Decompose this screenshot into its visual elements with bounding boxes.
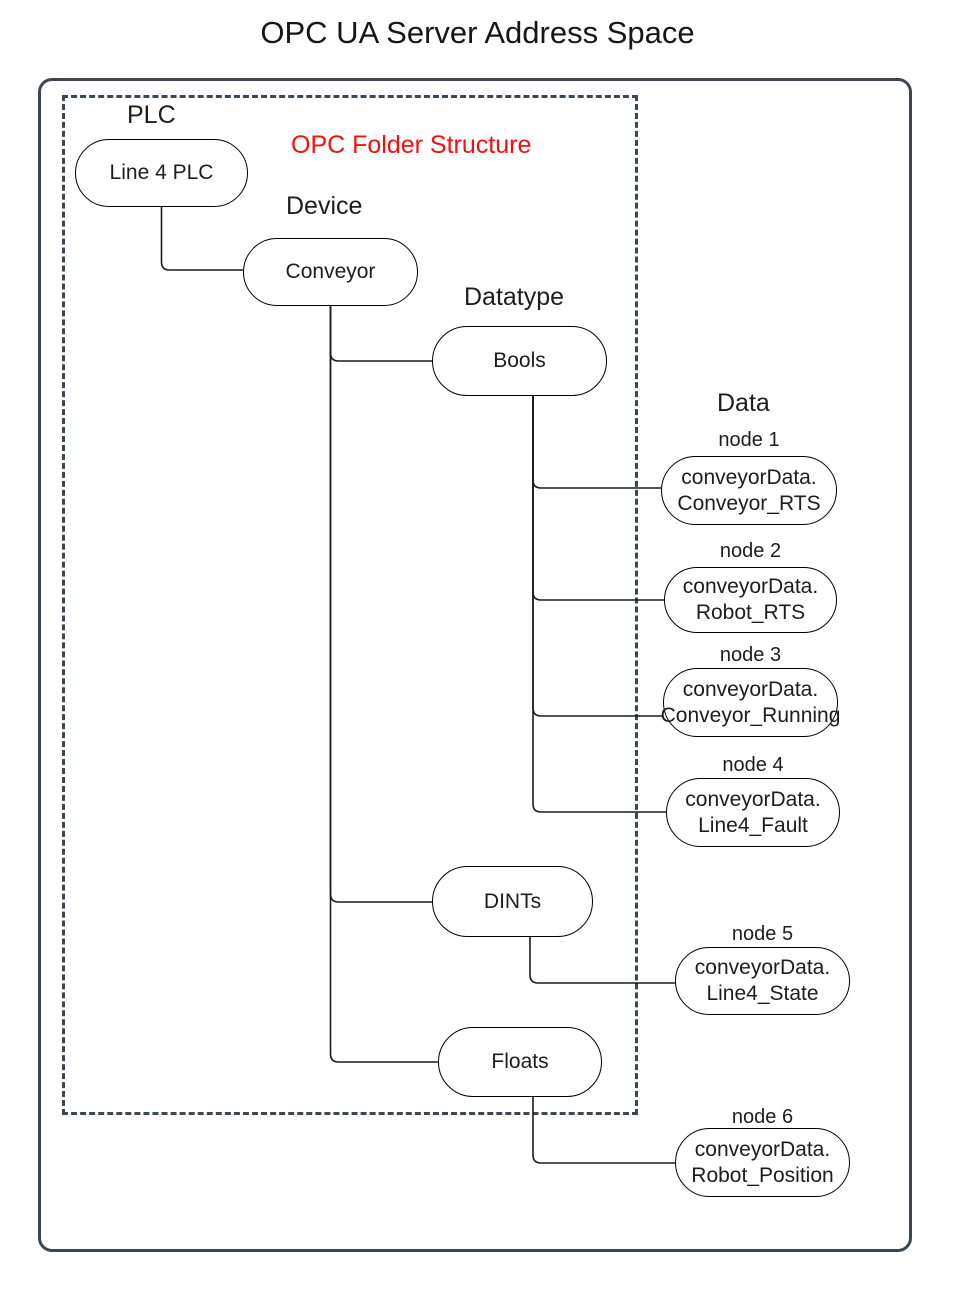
data-node-5-line2: Line4_State bbox=[706, 982, 819, 1005]
data-node-2-line2: Robot_RTS bbox=[695, 601, 806, 624]
data-node-5-line1: conveyorData. bbox=[694, 956, 831, 980]
column-label-datatype: Datatype bbox=[464, 283, 565, 311]
data-node-1-line1: conveyorData. bbox=[681, 465, 817, 489]
data-node-6-line1: conveyorData. bbox=[694, 1137, 831, 1161]
datatype-node-bools: Bools bbox=[432, 326, 607, 396]
data-node-4: conveyorData. Line4_Fault bbox=[666, 778, 840, 847]
data-node-6-line2: Robot_Position bbox=[691, 1163, 834, 1187]
address-space-boundary bbox=[38, 78, 912, 1252]
data-node-1-line2: Conveyor_RTS bbox=[677, 491, 821, 515]
datatype-node-bools-label: Bools bbox=[493, 349, 546, 373]
device-node-label: Conveyor bbox=[285, 260, 376, 284]
data-node-3-line2: Conveyor_Running bbox=[660, 703, 841, 727]
data-node-3-line1: conveyorData. bbox=[682, 677, 819, 701]
data-node-1: conveyorData. Conveyor_RTS bbox=[661, 456, 837, 525]
data-node-3: conveyorData. Conveyor_Running bbox=[660, 668, 841, 737]
data-node-2: conveyorData. Robot_RTS bbox=[664, 567, 837, 633]
data-node-6-caption: node 6 bbox=[731, 1106, 794, 1128]
data-node-4-line1: conveyorData. bbox=[685, 787, 821, 811]
data-node-6: conveyorData. Robot_Position bbox=[675, 1128, 850, 1197]
column-label-device: Device bbox=[286, 192, 363, 220]
datatype-node-dints: DINTs bbox=[432, 866, 593, 937]
data-node-3-caption: node 3 bbox=[719, 644, 782, 666]
data-node-4-line2: Line4_Fault bbox=[698, 813, 808, 837]
plc-node-label: Line 4 PLC bbox=[109, 161, 214, 185]
data-node-2-line1: conveyorData. bbox=[682, 575, 819, 599]
data-node-2-caption: node 2 bbox=[719, 540, 782, 562]
device-node: Conveyor bbox=[243, 238, 418, 306]
plc-node: Line 4 PLC bbox=[75, 139, 248, 207]
datatype-node-dints-label: DINTs bbox=[483, 889, 542, 913]
column-label-data: Data bbox=[717, 389, 770, 417]
diagram-title: OPC UA Server Address Space bbox=[260, 15, 695, 50]
data-node-5: conveyorData. Line4_State bbox=[675, 947, 850, 1015]
datatype-node-floats: Floats bbox=[438, 1027, 602, 1097]
data-node-4-caption: node 4 bbox=[722, 754, 784, 776]
data-node-5-caption: node 5 bbox=[731, 923, 794, 945]
data-node-1-caption: node 1 bbox=[718, 429, 780, 451]
column-label-plc: PLC bbox=[127, 101, 176, 129]
folder-structure-label: OPC Folder Structure bbox=[291, 131, 532, 159]
datatype-node-floats-label: Floats bbox=[491, 1050, 549, 1074]
